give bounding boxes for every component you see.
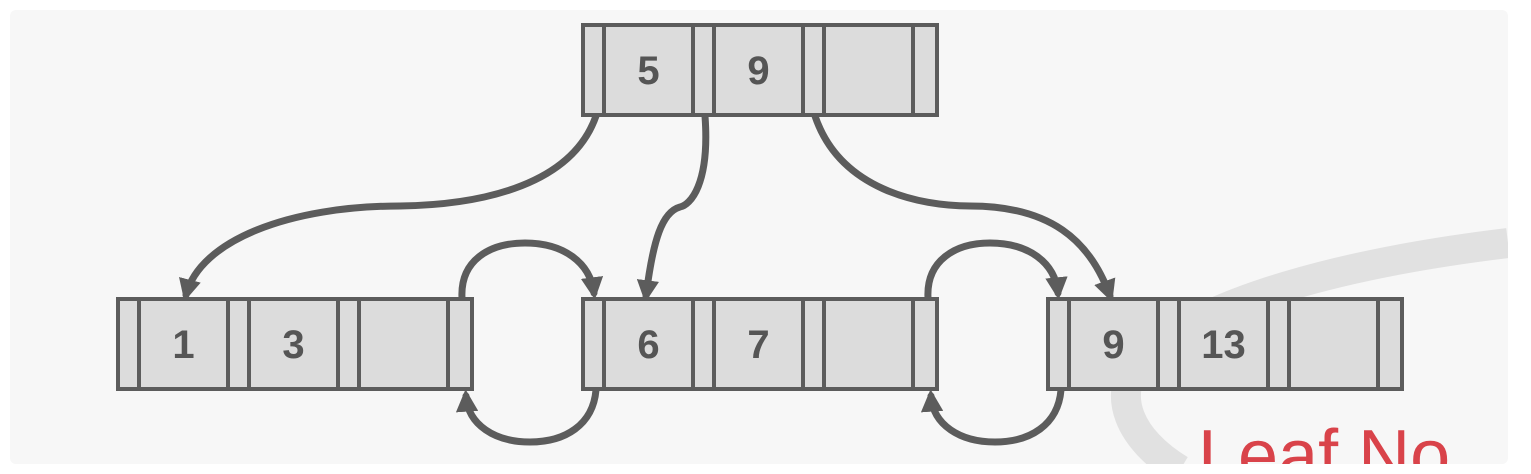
key-value: 9 — [1102, 323, 1124, 367]
key-slot — [1067, 297, 1160, 391]
pointer-slot — [226, 297, 251, 391]
pointer-slot — [801, 297, 826, 391]
leaf-nodes-caption: Leaf No — [1198, 416, 1450, 464]
pointer-slot — [691, 23, 716, 117]
key-value: 9 — [747, 49, 769, 93]
key-value: 6 — [637, 323, 659, 367]
leaf-node-3: 9 13 — [1046, 297, 1404, 391]
key-value: 13 — [1201, 323, 1246, 367]
key-slot — [712, 297, 805, 391]
pointer-slot — [581, 23, 606, 117]
pointer-arrow-to-leaf-2 — [636, 112, 710, 303]
sibling-arrow-leaf2-to-leaf3 — [924, 239, 1068, 302]
pointer-slot — [1266, 297, 1291, 391]
sibling-arrow-leaf1-to-leaf2 — [458, 239, 604, 302]
key-slot — [822, 297, 915, 391]
pointer-slot — [336, 297, 361, 391]
pointer-arrow-to-leaf-1 — [179, 112, 600, 302]
key-slot — [822, 23, 915, 117]
pointer-slot — [691, 297, 716, 391]
key-value: 1 — [172, 323, 194, 367]
pointer-slot — [911, 23, 939, 117]
sibling-arrow-leaf2-to-leaf1 — [455, 386, 600, 446]
pointer-slot — [1376, 297, 1404, 391]
pointer-slot — [1156, 297, 1181, 391]
key-value: 7 — [747, 323, 769, 367]
pointer-arrow-to-leaf-3 — [811, 112, 1116, 303]
pointer-slot — [911, 297, 939, 391]
pointer-slot — [581, 297, 606, 391]
key-slot — [602, 23, 695, 117]
pointer-slot — [116, 297, 141, 391]
key-slot — [357, 297, 450, 391]
pointer-slot — [1046, 297, 1071, 391]
key-value: 3 — [282, 323, 304, 367]
key-slot — [712, 23, 805, 117]
key-value: 5 — [637, 49, 659, 93]
pointer-slot — [801, 23, 826, 117]
sibling-arrow-leaf3-to-leaf2 — [920, 386, 1065, 446]
key-slot — [1287, 297, 1380, 391]
pointer-slot — [446, 297, 474, 391]
